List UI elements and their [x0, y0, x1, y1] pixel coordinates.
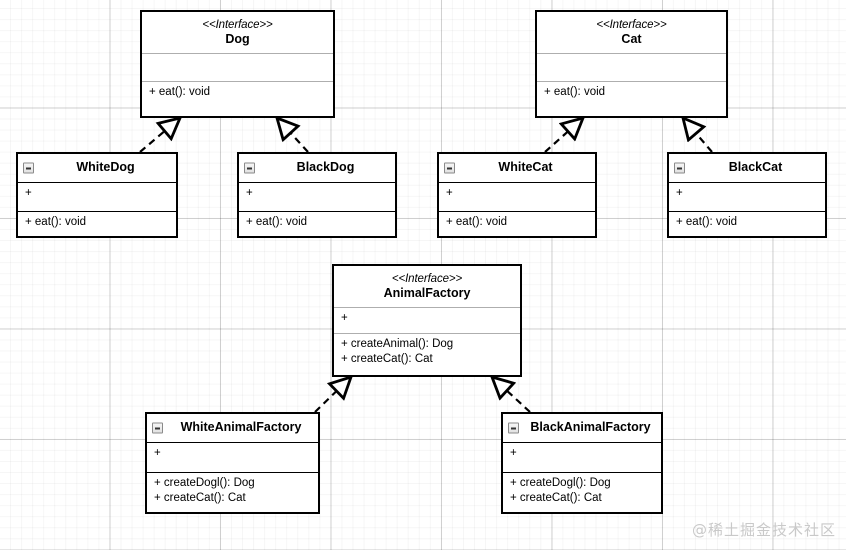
member-eat: + eat(): void — [446, 216, 508, 228]
node-white-cat-header: WhiteCat — [439, 154, 595, 182]
node-black-cat-attributes: + — [669, 182, 825, 211]
node-white-dog[interactable]: WhiteDog + + eat(): void — [16, 152, 178, 238]
node-dog-header: <<Interface>> Dog — [142, 12, 333, 53]
node-animal-factory-attributes: + — [334, 307, 520, 333]
edge-blackcat-cat — [683, 118, 713, 153]
node-white-cat-name: WhiteCat — [498, 160, 553, 174]
attribute-row: + — [154, 447, 161, 459]
node-white-animal-factory-name: WhiteAnimalFactory — [180, 420, 302, 434]
member-create-dog: + createDogl(): Dog — [154, 477, 255, 489]
member-eat: + eat(): void — [676, 216, 738, 228]
collapse-minus-icon[interactable] — [508, 422, 519, 434]
node-black-dog-attributes: + — [239, 182, 395, 211]
node-black-dog-operations: + eat(): void — [239, 211, 395, 236]
node-white-dog-header: WhiteDog — [18, 154, 176, 182]
collapse-minus-icon[interactable] — [152, 422, 163, 434]
edge-blackdog-dog — [277, 118, 309, 153]
node-black-animal-factory-attributes: + — [503, 442, 661, 472]
collapse-minus-icon[interactable] — [444, 162, 455, 174]
node-white-dog-operations: + eat(): void — [18, 211, 176, 236]
node-black-cat-operations: + eat(): void — [669, 211, 825, 236]
node-black-animal-factory-header: BlackAnimalFactory — [503, 414, 661, 442]
node-white-cat-attributes: + — [439, 182, 595, 211]
node-black-animal-factory-name: BlackAnimalFactory — [530, 420, 651, 434]
node-white-animal-factory[interactable]: WhiteAnimalFactory + + createDogl(): Dog… — [145, 412, 320, 514]
member-eat: + eat(): void — [246, 216, 308, 228]
node-dog-attributes — [142, 53, 333, 81]
node-white-animal-factory-attributes: + — [147, 442, 318, 472]
node-white-animal-factory-header: WhiteAnimalFactory — [147, 414, 318, 442]
attribute-row: + — [676, 187, 683, 199]
node-white-dog-attributes: + — [18, 182, 176, 211]
node-cat-stereotype: <<Interface>> — [596, 19, 667, 31]
node-cat-name: Cat — [621, 32, 642, 46]
attribute-row: + — [246, 187, 253, 199]
node-animal-factory-operations: + createAnimal(): Dog + createCat(): Cat — [334, 333, 520, 375]
edge-whitecat-cat — [544, 118, 583, 153]
node-dog-operations: + eat(): void — [142, 81, 333, 116]
collapse-minus-icon[interactable] — [674, 162, 685, 174]
member-eat: + eat(): void — [149, 86, 211, 98]
watermark: @稀土掘金技术社区 — [691, 521, 836, 539]
node-black-cat-header: BlackCat — [669, 154, 825, 182]
node-black-cat[interactable]: BlackCat + + eat(): void — [667, 152, 827, 238]
member-create-cat: + createCat(): Cat — [341, 352, 433, 365]
node-black-cat-name: BlackCat — [728, 160, 783, 174]
edge-blackanimalfactory-animalfactory — [492, 377, 531, 413]
member-create-cat: + createCat(): Cat — [154, 491, 246, 504]
node-cat-operations: + eat(): void — [537, 81, 726, 116]
attribute-row: + — [510, 447, 517, 459]
node-black-animal-factory[interactable]: BlackAnimalFactory + + createDogl(): Dog… — [501, 412, 663, 514]
collapse-minus-icon[interactable] — [23, 162, 34, 174]
node-cat-attributes — [537, 53, 726, 81]
attribute-row: + — [446, 187, 453, 199]
member-eat: + eat(): void — [544, 86, 606, 98]
node-cat[interactable]: <<Interface>> Cat + eat(): void — [535, 10, 728, 118]
attribute-row: + — [25, 187, 32, 199]
node-animal-factory-header: <<Interface>> AnimalFactory — [334, 266, 520, 307]
node-white-cat-operations: + eat(): void — [439, 211, 595, 236]
node-white-cat[interactable]: WhiteCat + + eat(): void — [437, 152, 597, 238]
node-animal-factory[interactable]: <<Interface>> AnimalFactory + + createAn… — [332, 264, 522, 377]
node-white-animal-factory-operations: + createDogl(): Dog + createCat(): Cat — [147, 472, 318, 512]
node-black-animal-factory-operations: + createDogl(): Dog + createCat(): Cat — [503, 472, 661, 512]
node-dog-stereotype: <<Interface>> — [202, 19, 273, 31]
node-dog-name: Dog — [225, 32, 250, 46]
node-animal-factory-name: AnimalFactory — [383, 286, 471, 300]
node-black-dog-name: BlackDog — [296, 160, 355, 174]
member-eat: + eat(): void — [25, 216, 87, 228]
node-black-dog[interactable]: BlackDog + + eat(): void — [237, 152, 397, 238]
node-white-dog-name: WhiteDog — [76, 160, 135, 174]
collapse-minus-icon[interactable] — [244, 162, 255, 174]
attribute-row: + — [341, 312, 348, 324]
member-create-dog: + createDogl(): Dog — [510, 477, 611, 489]
node-dog[interactable]: <<Interface>> Dog + eat(): void — [140, 10, 335, 118]
node-black-dog-header: BlackDog — [239, 154, 395, 182]
edge-whitedog-dog — [139, 118, 180, 153]
node-animal-factory-stereotype: <<Interface>> — [391, 273, 463, 285]
node-cat-header: <<Interface>> Cat — [537, 12, 726, 53]
member-create-cat: + createCat(): Cat — [510, 491, 602, 504]
member-create-animal: + createAnimal(): Dog — [341, 338, 454, 350]
edge-whiteanimalfactory-animalfactory — [314, 377, 351, 413]
